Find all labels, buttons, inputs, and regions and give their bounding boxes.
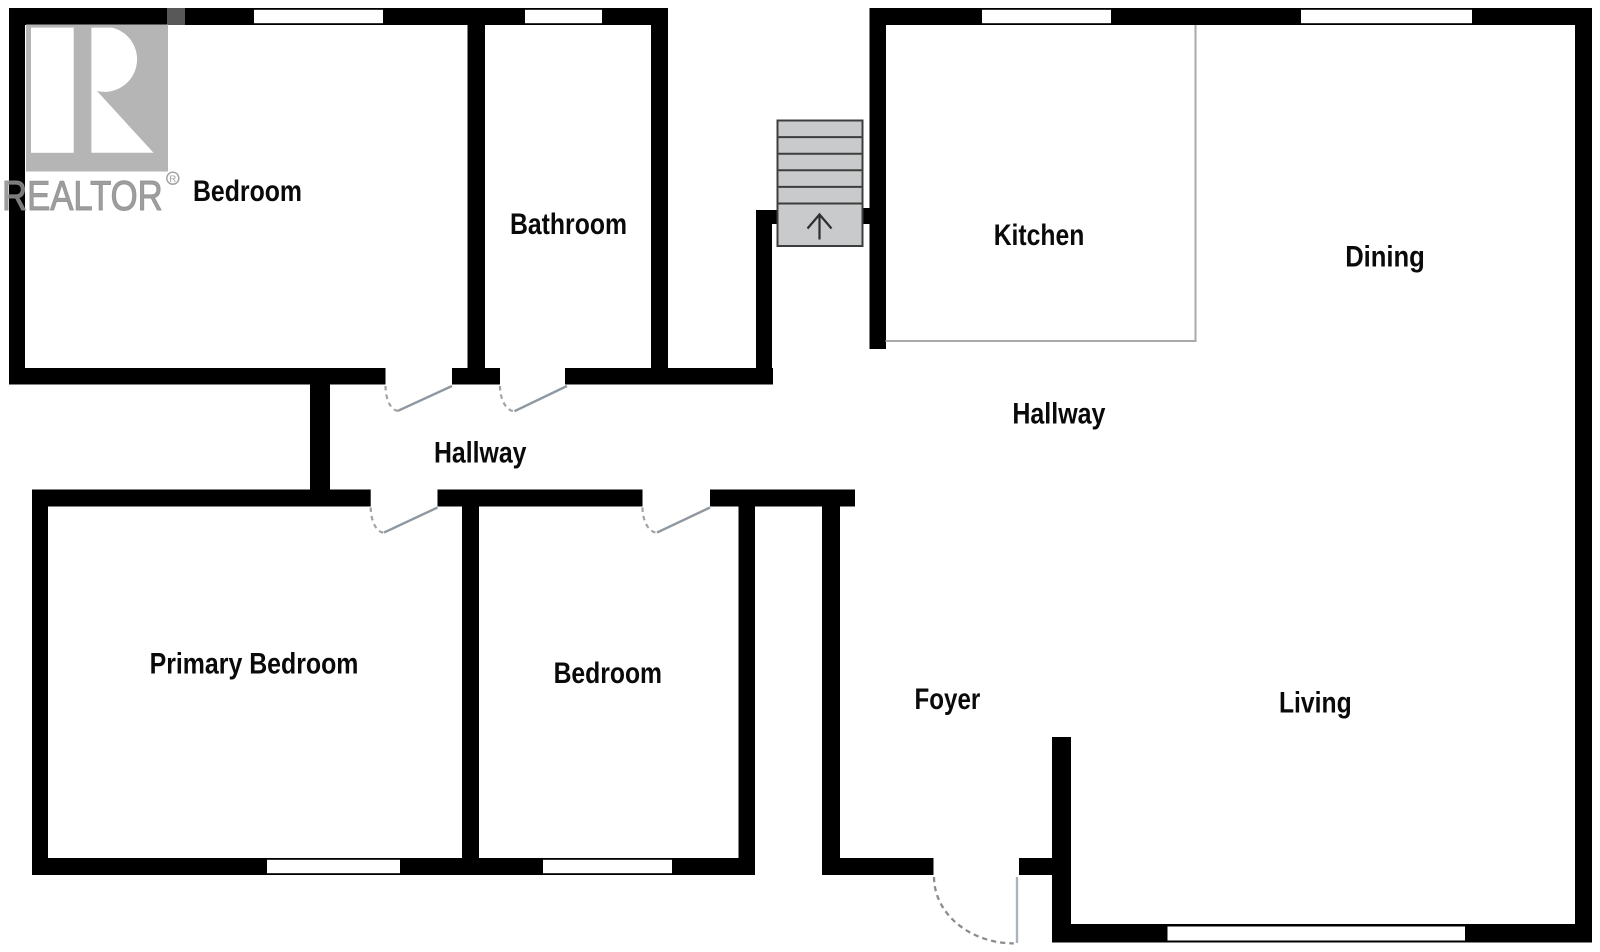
svg-text:Foyer: Foyer (915, 681, 981, 715)
svg-text:Kitchen: Kitchen (994, 218, 1085, 252)
svg-text:Primary Bedroom: Primary Bedroom (150, 646, 359, 680)
svg-text:Bathroom: Bathroom (510, 207, 627, 241)
svg-text:R: R (169, 174, 176, 185)
svg-text:Hallway: Hallway (1012, 396, 1106, 430)
svg-text:REALTOR: REALTOR (2, 173, 163, 220)
svg-text:Bedroom: Bedroom (193, 174, 302, 208)
svg-text:Dining: Dining (1345, 239, 1425, 272)
svg-text:Hallway: Hallway (434, 435, 527, 469)
svg-text:Bedroom: Bedroom (554, 656, 662, 690)
svg-text:Living: Living (1279, 685, 1352, 719)
